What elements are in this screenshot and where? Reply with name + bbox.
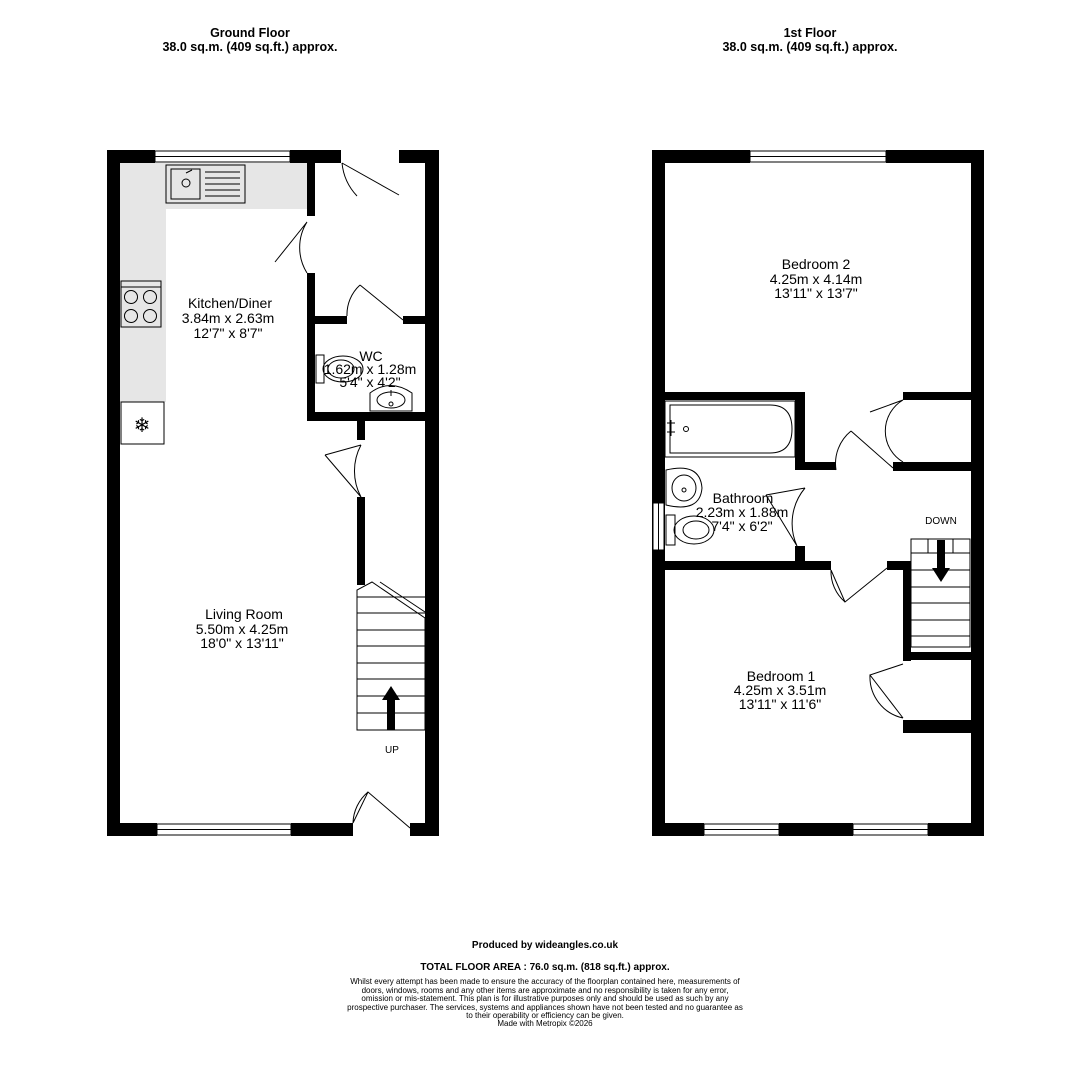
- gf-internal-wall: [403, 316, 428, 324]
- fridge-freezer-icon: ❄: [120, 401, 165, 445]
- sink-icon: [165, 164, 246, 204]
- ff-right-wall: [971, 150, 984, 836]
- wc-imperial: 5'4" x 4'2": [339, 374, 400, 390]
- living-room-name: Living Room: [205, 606, 283, 622]
- gf-bottom-wall: [410, 823, 439, 836]
- ff-internal-wall: [795, 392, 805, 470]
- ff-bottom-wall: [928, 823, 984, 836]
- ground-floor-header: Ground Floor 38.0 sq.m. (409 sq.ft.) app…: [120, 26, 380, 54]
- living-room-metric: 5.50m x 4.25m: [196, 621, 289, 637]
- ff-internal-wall: [903, 652, 974, 660]
- gf-left-wall: [107, 150, 120, 836]
- bathroom-imperial: 7'4" x 6'2": [711, 518, 772, 534]
- first-floor-header: 1st Floor 38.0 sq.m. (409 sq.ft.) approx…: [680, 26, 940, 54]
- toilet-icon: [665, 514, 715, 546]
- ff-cupboard-door: [869, 399, 904, 463]
- ff-internal-wall: [893, 462, 974, 471]
- wc-name: WC: [359, 348, 382, 364]
- kitchen-label: Kitchen/Diner 3.84m x 2.63m 12'7" x 8'7": [182, 295, 275, 341]
- ff-bedroom1-door: [830, 567, 888, 603]
- gf-internal-wall: [307, 150, 315, 216]
- ff-top-wall: [652, 150, 750, 163]
- gf-bottom-wall: [107, 823, 157, 836]
- ff-internal-wall: [887, 561, 911, 570]
- bathroom-name: Bathroom: [713, 490, 774, 506]
- gf-front-door: [341, 162, 400, 197]
- first-floor-plan: DOWN Bedroom 2 4.25m x 4.14m 13'11" x 13…: [652, 150, 984, 836]
- gf-kitchen-door: [274, 221, 308, 274]
- first-floor-area: 38.0 sq.m. (409 sq.ft.) approx.: [722, 40, 898, 54]
- ff-internal-wall: [903, 561, 911, 661]
- bedroom1-metric: 4.25m x 3.51m: [734, 682, 827, 698]
- produced-by: Produced by wideangles.co.uk: [471, 940, 619, 951]
- ff-internal-wall: [903, 720, 974, 733]
- total-floor-area: TOTAL FLOOR AREA : 76.0 sq.m. (818 sq.ft…: [420, 962, 670, 973]
- ff-internal-wall: [665, 392, 805, 400]
- basin-icon: [369, 385, 413, 412]
- gf-internal-wall: [307, 273, 315, 421]
- disclaimer: Whilst every attempt has been made to en…: [347, 977, 743, 1020]
- svg-text:❄: ❄: [134, 413, 151, 437]
- living-room-label: Living Room 5.50m x 4.25m 18'0" x 13'11": [196, 606, 289, 651]
- gf-stairs-label: UP: [385, 745, 399, 756]
- ff-stairs: [910, 538, 971, 648]
- kitchen-counter: [120, 163, 307, 402]
- kitchen-metric: 3.84m x 2.63m: [182, 310, 275, 326]
- gf-internal-wall: [307, 316, 347, 324]
- bedroom1-imperial: 13'11" x 11'6": [739, 696, 822, 712]
- ff-left-wall: [652, 550, 665, 836]
- kitchen-name: Kitchen/Diner: [188, 295, 272, 311]
- first-floor-title: 1st Floor: [783, 26, 837, 40]
- stairs-arrow-icon: [382, 686, 400, 730]
- gf-right-wall: [425, 150, 439, 836]
- gf-internal-wall: [357, 497, 365, 585]
- ground-floor-title: Ground Floor: [210, 26, 290, 40]
- bedroom1-label: Bedroom 1 4.25m x 3.51m 13'11" x 11'6": [734, 668, 827, 712]
- toilet-icon: [315, 354, 364, 384]
- gf-stairs: [356, 581, 426, 731]
- stairs-arrow-icon: [932, 540, 950, 582]
- bedroom2-metric: 4.25m x 4.14m: [770, 271, 863, 287]
- ff-left-wall: [652, 150, 665, 550]
- ff-bottom-wall: [652, 823, 704, 836]
- living-room-imperial: 18'0" x 13'11": [200, 635, 284, 651]
- ff-internal-wall: [665, 561, 831, 570]
- basin-icon: [665, 467, 703, 508]
- gf-internal-wall: [307, 412, 428, 421]
- ff-internal-wall: [795, 546, 805, 569]
- ground-floor-area: 38.0 sq.m. (409 sq.ft.) approx.: [162, 40, 338, 54]
- ff-stairs-label: DOWN: [925, 516, 957, 527]
- gf-wc-door: [346, 284, 404, 321]
- gf-top-wall: [107, 150, 155, 163]
- ff-bedroom2-door: [835, 430, 894, 471]
- bedroom1-name: Bedroom 1: [747, 668, 816, 684]
- gf-living-door: [324, 444, 362, 498]
- ff-bathroom-door: [765, 487, 806, 547]
- gf-internal-wall: [357, 421, 365, 440]
- ff-internal-wall: [903, 392, 974, 400]
- gf-bottom-wall: [291, 823, 353, 836]
- made-with: Made with Metropix ©2026: [497, 1019, 593, 1028]
- ff-top-wall: [886, 150, 984, 163]
- bedroom2-label: Bedroom 2 4.25m x 4.14m 13'11" x 13'7": [770, 256, 863, 301]
- hob-icon: [120, 280, 162, 328]
- bath-icon: [664, 400, 796, 458]
- gf-back-door: [352, 791, 411, 829]
- gf-top-wall: [399, 150, 439, 163]
- ff-cupboard-door: [869, 663, 904, 719]
- ff-bottom-wall: [779, 823, 853, 836]
- kitchen-imperial: 12'7" x 8'7": [194, 325, 263, 341]
- bedroom2-imperial: 13'11" x 13'7": [774, 285, 858, 301]
- gf-top-wall: [290, 150, 341, 163]
- wc-label: WC 1.62m x 1.28m 5'4" x 4'2": [324, 348, 417, 390]
- bathroom-metric: 2.23m x 1.88m: [696, 504, 789, 520]
- bathroom-label: Bathroom 2.23m x 1.88m 7'4" x 6'2": [696, 490, 789, 534]
- ground-floor-plan: ❄: [107, 150, 439, 836]
- wc-metric: 1.62m x 1.28m: [324, 361, 417, 377]
- ff-internal-wall: [805, 462, 836, 470]
- bedroom2-name: Bedroom 2: [782, 256, 851, 272]
